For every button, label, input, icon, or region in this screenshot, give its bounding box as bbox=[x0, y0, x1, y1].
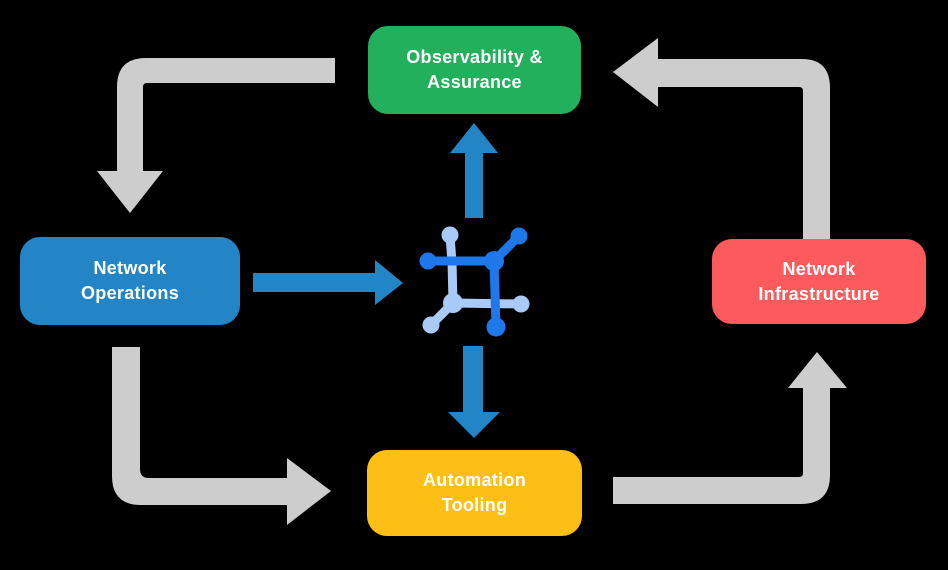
node-automation-tooling: Automation Tooling bbox=[367, 450, 582, 536]
node-network-infrastructure: Network Infrastructure bbox=[712, 239, 926, 324]
node-network-operations: Network Operations bbox=[20, 237, 240, 325]
node-label-line: Tooling bbox=[441, 495, 508, 515]
arrow-observability-to-operations bbox=[97, 58, 335, 213]
node-label-line: Network bbox=[782, 258, 856, 279]
arrow-platform-to-automation bbox=[448, 346, 500, 438]
node-label-line: Infrastructure bbox=[758, 283, 880, 304]
network-mesh-icon-light-nodes bbox=[422, 226, 530, 334]
node-observability-assurance: Observability & Assurance bbox=[368, 26, 581, 114]
node-label-line: Operations bbox=[80, 283, 180, 303]
arrow-infrastructure-to-observability bbox=[613, 38, 830, 240]
arrow-platform-to-observability bbox=[450, 123, 498, 218]
node-label-line: Automation bbox=[423, 470, 526, 490]
arrow-automation-to-infrastructure bbox=[613, 352, 847, 504]
node-label-line: Network bbox=[93, 258, 167, 278]
network-mesh-icon-dark-nodes bbox=[419, 227, 528, 337]
arrow-operations-to-automation bbox=[112, 347, 331, 525]
node-label-line: Observability & bbox=[406, 47, 543, 67]
network-mesh-icon bbox=[419, 226, 530, 337]
arrow-operations-to-platform bbox=[253, 260, 403, 305]
node-label-line: Assurance bbox=[427, 72, 522, 92]
